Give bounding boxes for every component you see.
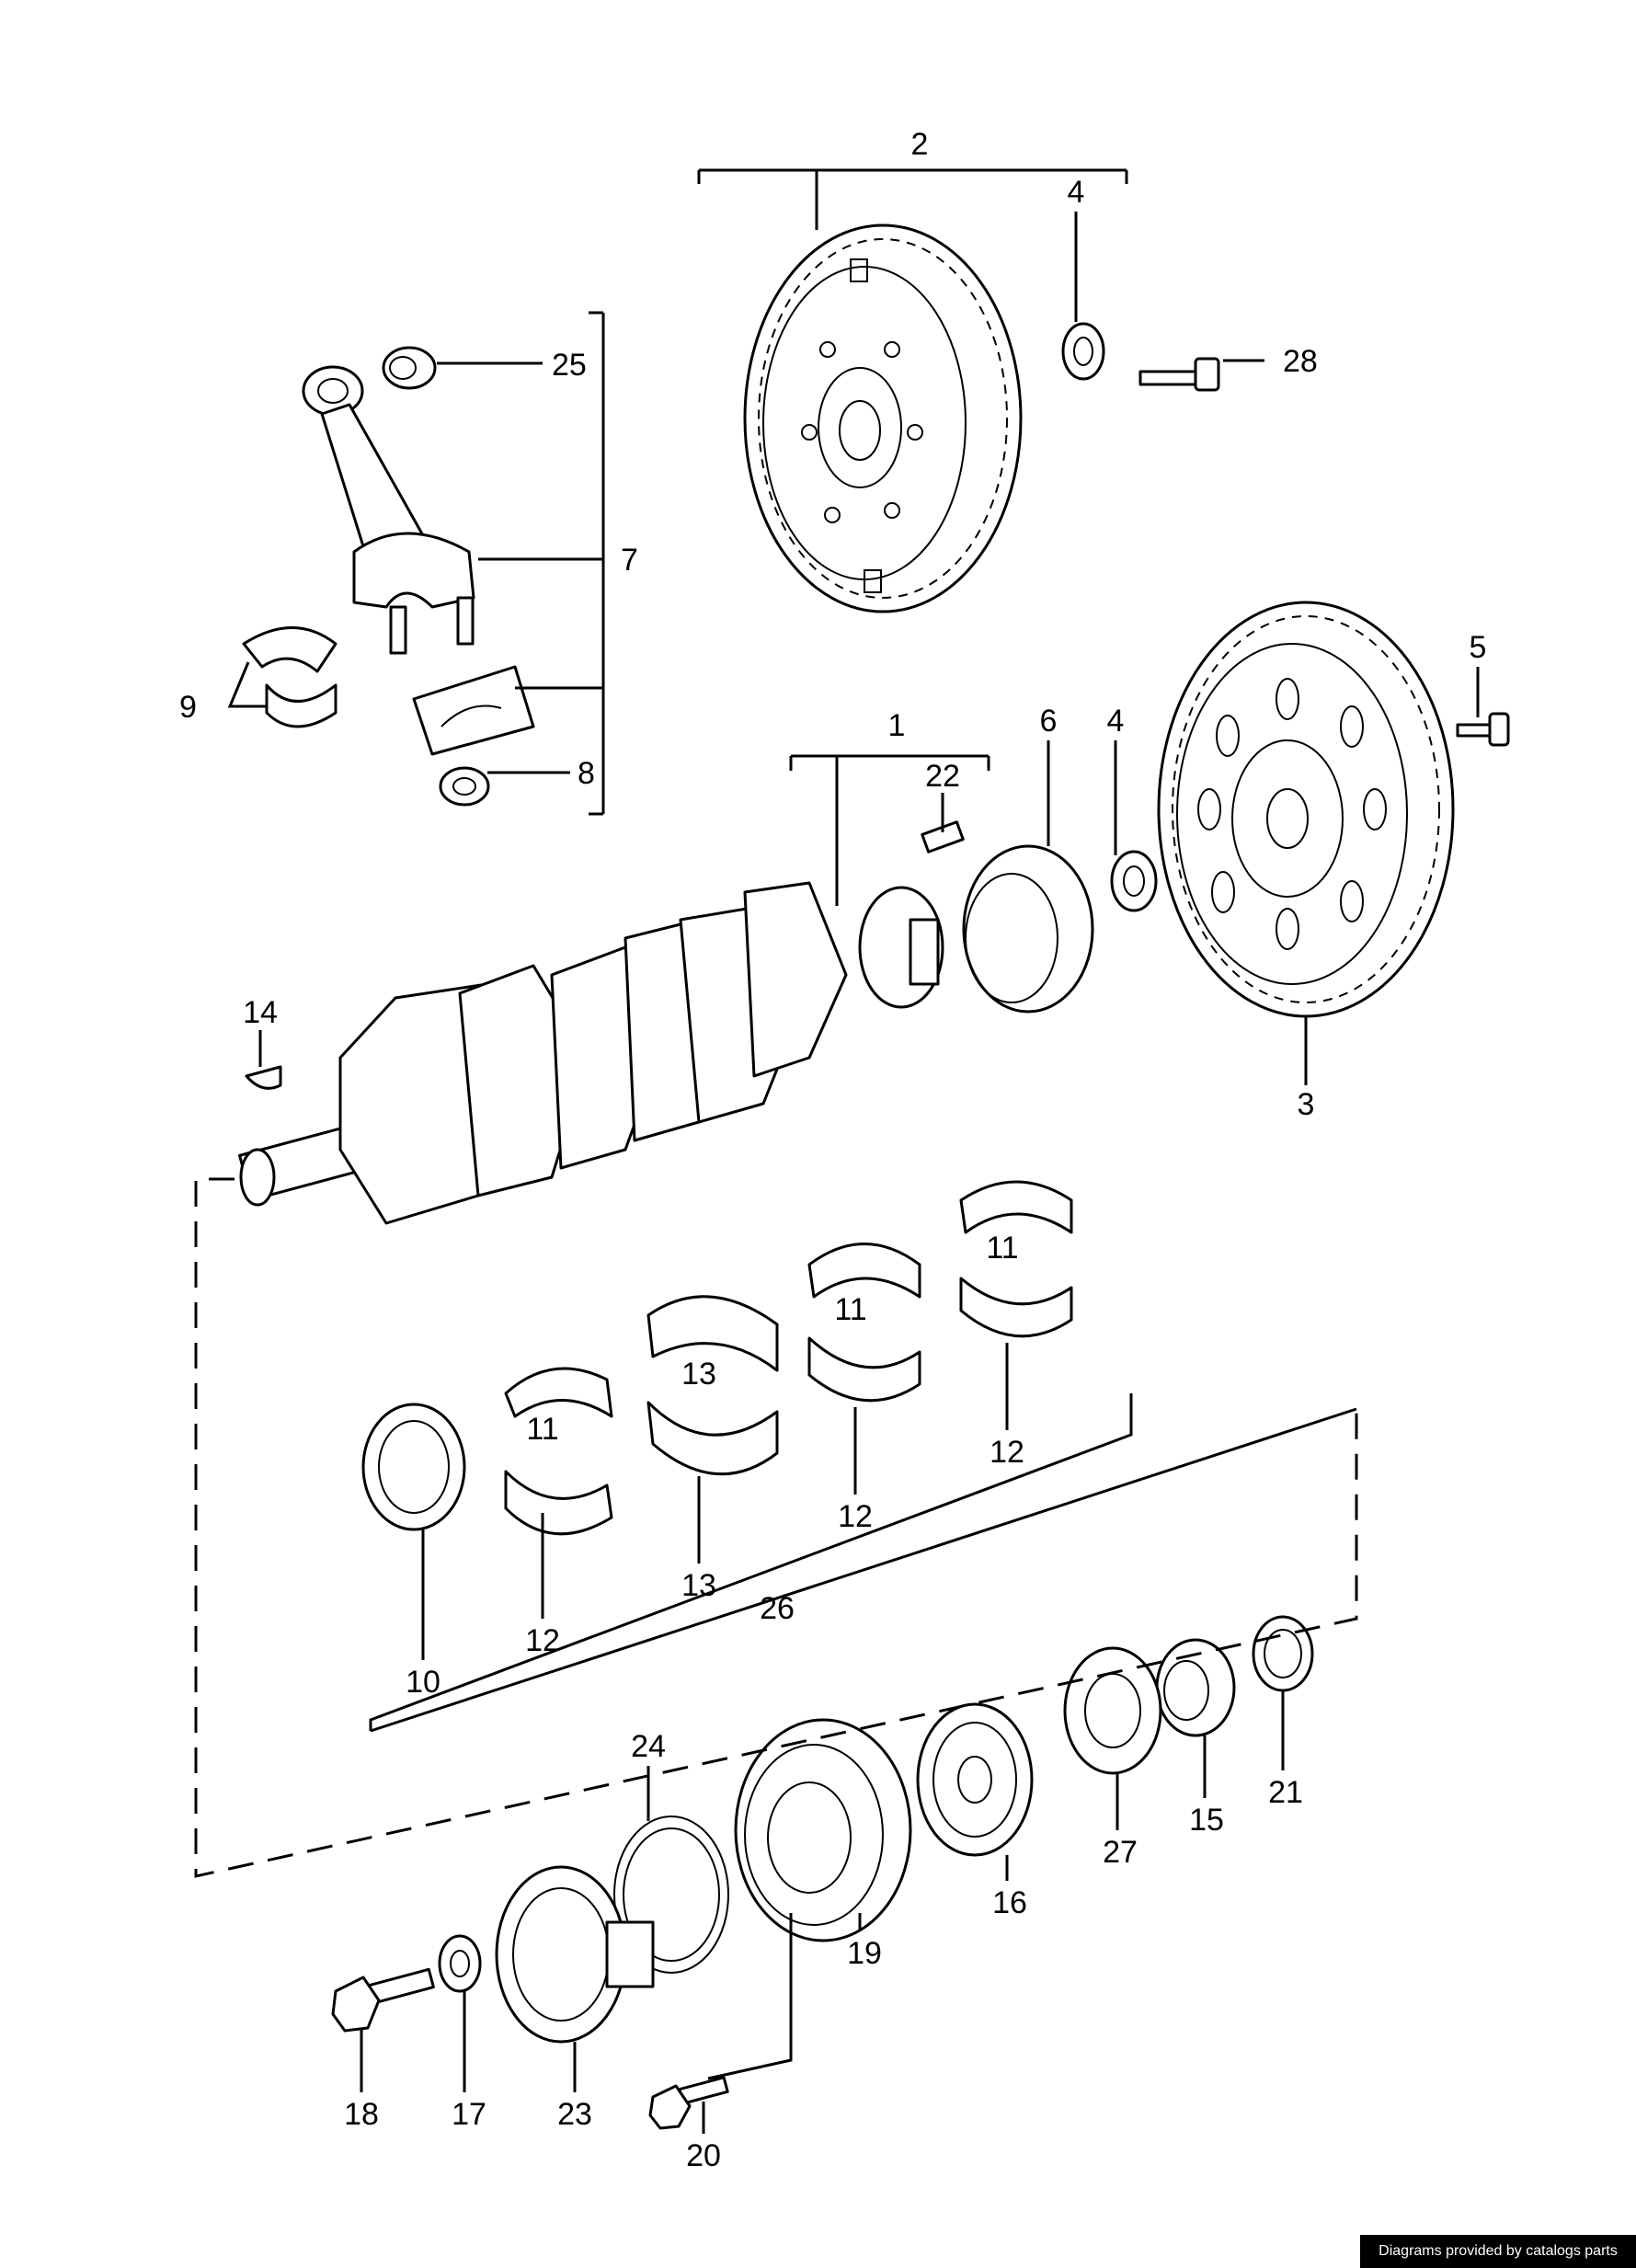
callout-16: 16 — [992, 1885, 1027, 1920]
bolt-20 — [648, 2076, 729, 2130]
rod-bearing-shells — [242, 626, 337, 728]
flywheel — [1157, 601, 1455, 1018]
rear-seal-ring-6 — [962, 844, 1094, 1014]
callout-7: 7 — [621, 543, 638, 578]
callout-13-b: 13 — [681, 1568, 716, 1603]
rod-nut — [439, 766, 490, 807]
dowel-pin-22 — [921, 820, 965, 853]
small-end-bushing — [382, 346, 437, 390]
callout-1: 1 — [888, 708, 906, 743]
callout-11-a: 11 — [526, 1412, 558, 1447]
callout-17: 17 — [452, 2097, 486, 2132]
callout-4-top: 4 — [1068, 175, 1085, 210]
bearing-shell-lower-12b — [807, 1336, 921, 1403]
connecting-rod — [302, 365, 475, 655]
bearing-shell-upper-11a — [504, 1367, 613, 1418]
seal-ring-21 — [1252, 1615, 1314, 1692]
bearing-shell-upper-11b — [807, 1243, 921, 1299]
callout-12-b: 12 — [838, 1499, 873, 1534]
callout-3: 3 — [1298, 1087, 1315, 1122]
callout-8: 8 — [578, 756, 595, 791]
central-bolt-18 — [331, 1967, 435, 2033]
callout-15: 15 — [1189, 1803, 1224, 1838]
callout-10: 10 — [406, 1665, 440, 1700]
callout-9: 9 — [179, 690, 197, 725]
callout-14: 14 — [243, 995, 278, 1030]
bearing-shell-lower-13b — [646, 1401, 779, 1476]
bearing-shell-upper-11c — [959, 1180, 1073, 1234]
callout-4-mid: 4 — [1107, 704, 1125, 739]
flywheel-bolt-5 — [1456, 712, 1510, 747]
woodruff-key-14 — [245, 1065, 282, 1090]
pilot-bearing-top — [1061, 322, 1105, 381]
bearing-shell-lower-12a — [504, 1470, 613, 1536]
callout-11-c: 11 — [986, 1231, 1018, 1266]
dashed-line-crank-front — [194, 1177, 1358, 1878]
callout-28: 28 — [1283, 344, 1318, 379]
spacer-27 — [1063, 1646, 1162, 1775]
callout-12-a: 12 — [525, 1623, 560, 1658]
callout-2: 2 — [911, 127, 929, 162]
gasket-24 — [613, 1816, 729, 1974]
callout-13-a: 13 — [681, 1357, 716, 1392]
crankshaft — [238, 881, 944, 1225]
callout-19: 19 — [847, 1936, 882, 1971]
callout-27: 27 — [1103, 1835, 1138, 1870]
callout-12-c: 12 — [990, 1435, 1024, 1470]
bolt-28 — [1138, 357, 1220, 392]
belt-pulley-19 — [734, 1718, 912, 1942]
leader-lines — [227, 168, 1480, 2134]
callout-11-b: 11 — [834, 1292, 866, 1327]
callout-23: 23 — [557, 2097, 592, 2132]
callout-21: 21 — [1268, 1775, 1303, 1810]
thrust-bearing-10 — [361, 1403, 466, 1531]
callout-26: 26 — [760, 1591, 795, 1626]
pilot-bearing-mid — [1110, 850, 1158, 912]
bearing-shell-upper-13a — [646, 1295, 779, 1372]
callout-24: 24 — [631, 1729, 666, 1764]
timing-gear-16 — [916, 1702, 1034, 1857]
callout-22: 22 — [925, 759, 960, 794]
bracket-26 — [370, 1407, 1357, 1733]
rod-cap — [412, 665, 535, 756]
washer-17 — [438, 1934, 482, 1993]
callout-18: 18 — [344, 2097, 379, 2132]
bearing-shell-lower-12c — [959, 1277, 1073, 1338]
credit-banner: Diagrams provided by catalogs parts — [1360, 2235, 1636, 2268]
dual-mass-flywheel — [743, 223, 1023, 613]
callout-5: 5 — [1470, 630, 1487, 665]
vibration-damper-23 — [495, 1865, 655, 2044]
callout-6: 6 — [1040, 704, 1058, 739]
callout-25: 25 — [552, 348, 587, 383]
callout-20: 20 — [686, 2138, 721, 2173]
